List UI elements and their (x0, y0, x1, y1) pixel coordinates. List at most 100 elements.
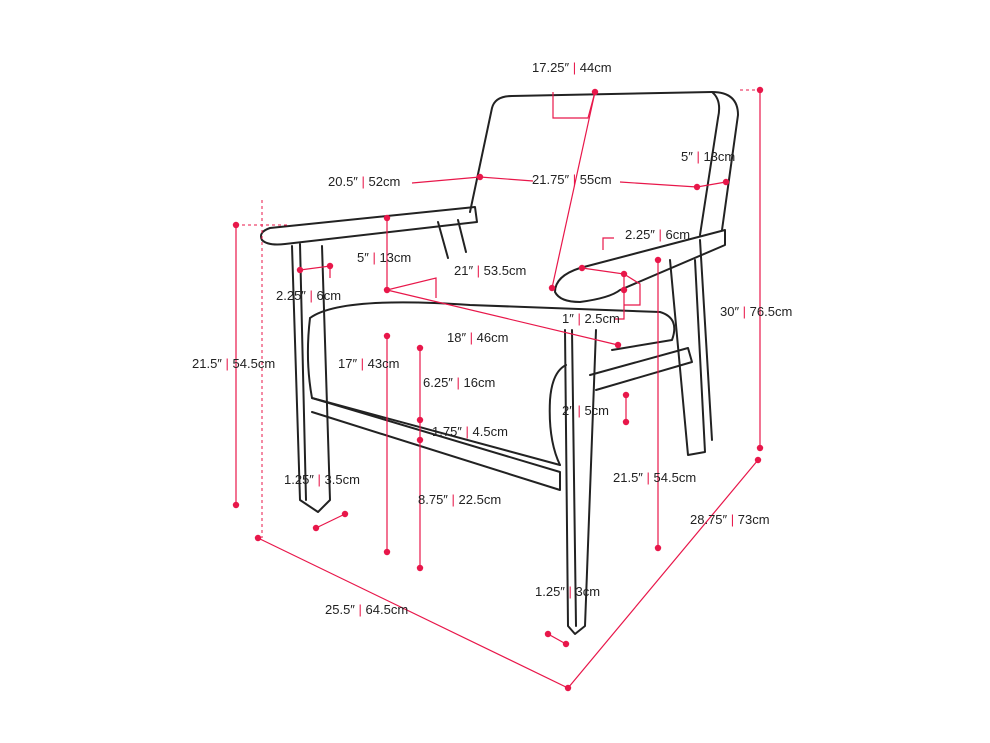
dimension-label-seat-depth: 18″ | 46cm (447, 330, 508, 345)
dimension-lines (235, 89, 761, 689)
separator: | (693, 149, 704, 164)
dimension-point (562, 640, 570, 648)
dimension-point (756, 86, 764, 94)
dimension-point (326, 262, 334, 270)
dimension-point (564, 684, 572, 692)
metric-value: 3.5cm (325, 472, 360, 487)
dimension-point (620, 270, 628, 278)
separator: | (355, 602, 366, 617)
dimension-point (341, 510, 349, 518)
separator: | (574, 403, 585, 418)
imperial-value: 17″ (338, 356, 357, 371)
dimension-label-arm-width-right: 2.25″ | 6cm (625, 227, 690, 242)
separator: | (565, 584, 576, 599)
dimension-point (416, 416, 424, 424)
dimension-point (591, 88, 599, 96)
dimension-point (232, 501, 240, 509)
dimension-label-rail-thickness: 1.75″ | 4.5cm (432, 424, 508, 439)
dimension-label-inner-width: 20.5″ | 52cm (328, 174, 400, 189)
imperial-value: 5″ (357, 250, 369, 265)
metric-value: 13cm (379, 250, 411, 265)
separator: | (739, 304, 750, 319)
dimension-point (416, 344, 424, 352)
metric-value: 64.5cm (366, 602, 409, 617)
separator: | (222, 356, 233, 371)
metric-value: 16cm (464, 375, 496, 390)
dimension-point (654, 256, 662, 264)
separator: | (448, 492, 459, 507)
imperial-value: 21.5″ (613, 470, 643, 485)
metric-value: 46cm (477, 330, 509, 345)
imperial-value: 21.75″ (532, 172, 570, 187)
metric-value: 3cm (576, 584, 601, 599)
dimension-label-arm-height-right: 21.5″ | 54.5cm (613, 470, 696, 485)
dimension-label-overall-width: 25.5″ | 64.5cm (325, 602, 408, 617)
dimension-label-overall-depth: 28.75″ | 73cm (690, 512, 770, 527)
dimension-point (620, 286, 628, 294)
dimension-label-back-width: 17.25″ | 44cm (532, 60, 612, 75)
dimension-point (622, 391, 630, 399)
dimension-point (614, 341, 622, 349)
imperial-value: 2.25″ (625, 227, 655, 242)
separator: | (369, 250, 380, 265)
imperial-value: 18″ (447, 330, 466, 345)
imperial-value: 17.25″ (532, 60, 570, 75)
metric-value: 76.5cm (750, 304, 793, 319)
imperial-value: 20.5″ (328, 174, 358, 189)
dimension-label-back-thickness: 5″ | 13cm (681, 149, 735, 164)
dimension-label-arm-width-left: 2.25″ | 6cm (276, 288, 341, 303)
dimension-point (693, 183, 701, 191)
separator: | (569, 60, 580, 75)
dimension-point (416, 436, 424, 444)
dimension-point (296, 266, 304, 274)
dimension-point (654, 544, 662, 552)
dimension-point (383, 286, 391, 294)
dimension-point (622, 418, 630, 426)
separator: | (655, 227, 666, 242)
separator: | (453, 375, 464, 390)
metric-value: 5cm (584, 403, 609, 418)
separator: | (462, 424, 473, 439)
dimension-label-floor-clearance: 8.75″ | 22.5cm (418, 492, 501, 507)
dimension-label-seat-height: 17″ | 43cm (338, 356, 399, 371)
separator: | (357, 356, 368, 371)
imperial-value: 1″ (562, 311, 574, 326)
separator: | (314, 472, 325, 487)
dimension-point (232, 221, 240, 229)
dimension-label-leg-width-front: 1.25″ | 3cm (535, 584, 600, 599)
separator: | (574, 311, 585, 326)
imperial-value: 30″ (720, 304, 739, 319)
metric-value: 73cm (738, 512, 770, 527)
imperial-value: 6.25″ (423, 375, 453, 390)
dimension-label-arm-thickness: 1″ | 2.5cm (562, 311, 620, 326)
chair-outline (260, 91, 739, 635)
metric-value: 55cm (580, 172, 612, 187)
metric-value: 13cm (703, 149, 735, 164)
dimension-point (312, 524, 320, 532)
dimension-point (383, 214, 391, 222)
separator: | (466, 330, 477, 345)
metric-value: 53.5cm (484, 263, 527, 278)
metric-value: 22.5cm (459, 492, 502, 507)
imperial-value: 21″ (454, 263, 473, 278)
metric-value: 4.5cm (473, 424, 508, 439)
metric-value: 6cm (317, 288, 342, 303)
metric-value: 43cm (368, 356, 400, 371)
dimension-point (416, 564, 424, 572)
dimension-point (383, 548, 391, 556)
dimension-point (544, 630, 552, 638)
metric-value: 44cm (580, 60, 612, 75)
separator: | (358, 174, 369, 189)
dimension-labels: 17.25″ | 44cm 5″ | 13cm 20.5″ | 52cm 21.75″… (192, 60, 792, 617)
metric-value: 52cm (369, 174, 401, 189)
metric-value: 2.5cm (584, 311, 619, 326)
dimension-label-back-height: 21.75″ | 55cm (532, 172, 612, 187)
dimension-point (476, 173, 484, 181)
separator: | (727, 512, 738, 527)
dimension-label-seat-width: 21″ | 53.5cm (454, 263, 526, 278)
separator: | (643, 470, 654, 485)
dimension-point (548, 284, 556, 292)
imperial-value: 1.75″ (432, 424, 462, 439)
